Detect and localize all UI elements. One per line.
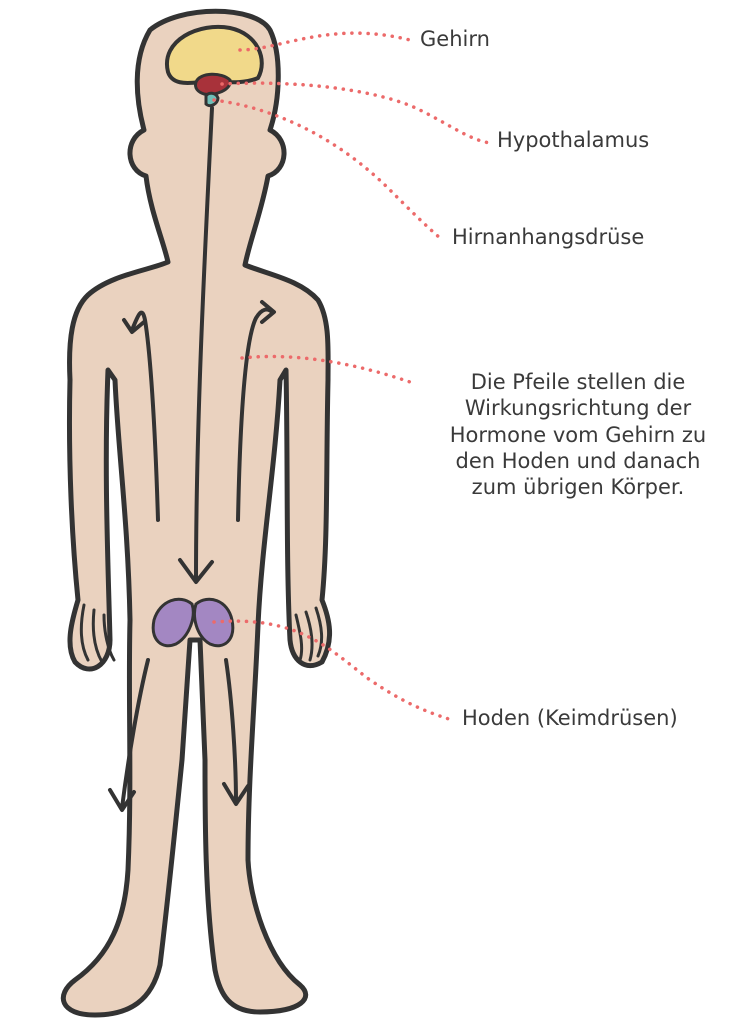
label-hirnanhangsdruese: Hirnanhangsdrüse xyxy=(452,224,644,250)
pfeile-line-2: Wirkungsrichtung der xyxy=(420,395,736,421)
label-hoden: Hoden (Keimdrüsen) xyxy=(462,705,678,731)
pfeile-line-5: zum übrigen Körper. xyxy=(420,474,736,500)
label-pfeile-description: Die Pfeile stellen die Wirkungsrichtung … xyxy=(420,369,736,500)
label-hypothalamus: Hypothalamus xyxy=(497,127,649,153)
pfeile-line-3: Hormone vom Gehirn zu xyxy=(420,422,736,448)
hypothalamus-shape xyxy=(195,74,230,94)
pfeile-line-1: Die Pfeile stellen die xyxy=(420,369,736,395)
pfeile-line-4: den Hoden und danach xyxy=(420,448,736,474)
pituitary-shape xyxy=(206,93,218,105)
label-gehirn: Gehirn xyxy=(420,26,490,52)
